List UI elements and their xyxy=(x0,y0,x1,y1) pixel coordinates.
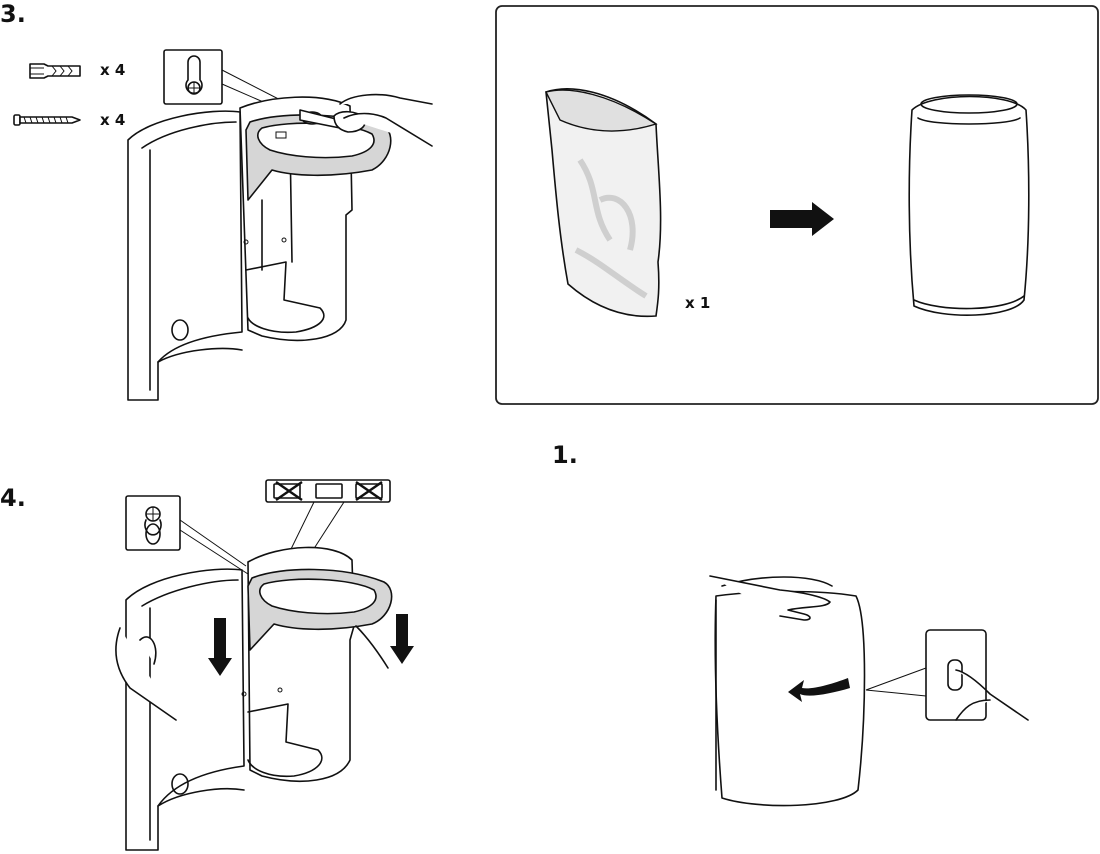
bin-with-bag-illustration xyxy=(908,94,1030,316)
bag-illustration xyxy=(544,88,662,318)
prohibited-icon xyxy=(355,481,383,501)
curved-arrow-icon xyxy=(788,678,850,702)
prohibited-hook-options xyxy=(265,479,391,593)
step-3-number: 3. xyxy=(0,0,26,28)
prohibited-icon xyxy=(275,481,303,501)
arrow-down-icon xyxy=(390,614,414,664)
keyhole-icon xyxy=(125,495,249,575)
step3-unit-illustration xyxy=(127,93,433,401)
step-1-number: 1. xyxy=(552,441,578,469)
bag-panel-frame xyxy=(495,5,1099,405)
screw-quantity: x 4 xyxy=(100,111,126,129)
step-4-number: 4. xyxy=(0,484,26,512)
step4-unit-illustration xyxy=(115,546,393,851)
arrow-right-icon xyxy=(770,202,834,236)
release-button-inset xyxy=(865,629,1029,721)
screw-icon xyxy=(13,114,81,126)
wall-anchor-icon xyxy=(29,63,81,79)
anchor-quantity: x 4 xyxy=(100,61,126,79)
bag-quantity: x 1 xyxy=(685,294,711,312)
step1-bin-illustration xyxy=(709,575,866,807)
arrow-down-icon xyxy=(208,618,232,676)
